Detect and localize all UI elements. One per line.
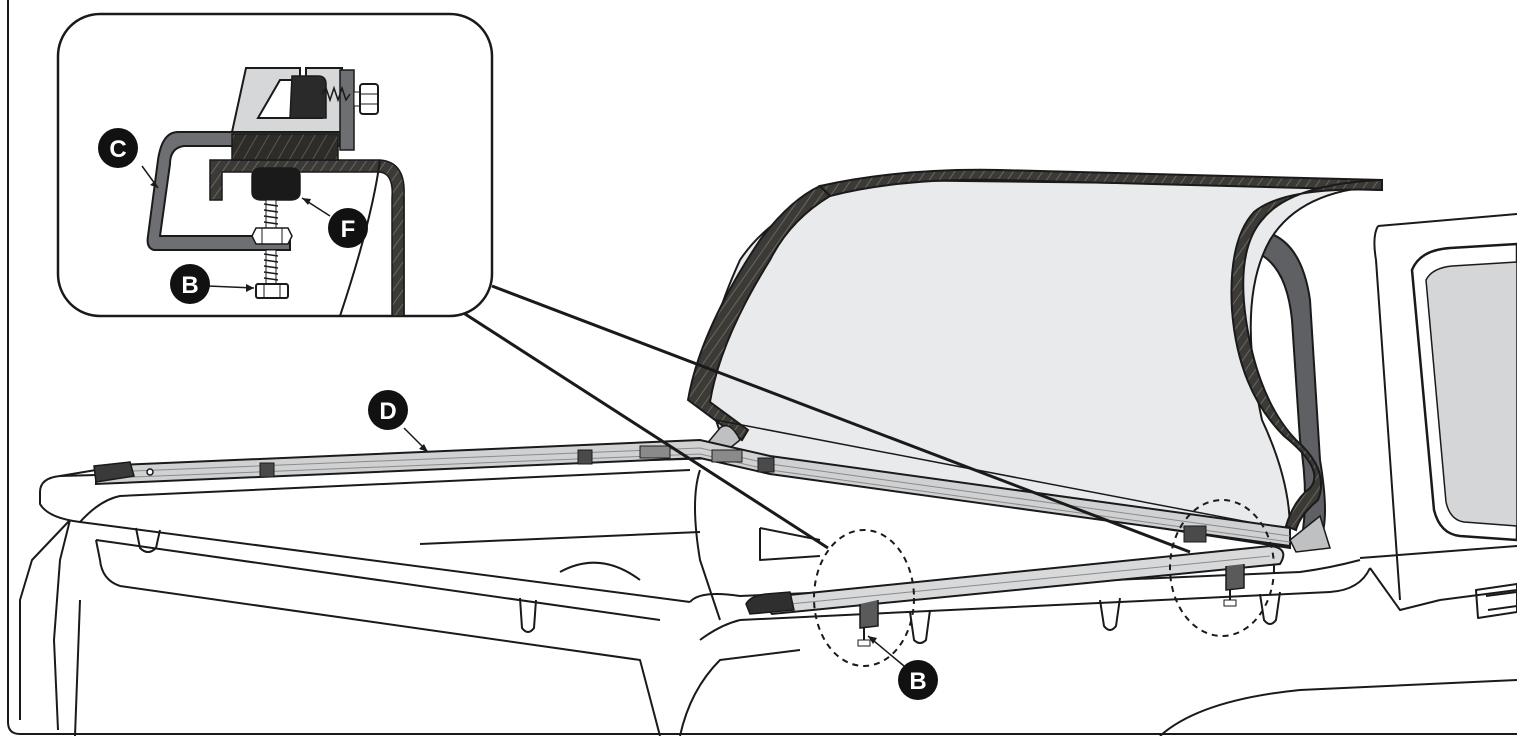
door-handle — [1475, 583, 1517, 619]
detail-inset — [56, 12, 494, 318]
truck-bed — [19, 213, 1517, 736]
callout-clamp-label: C — [109, 136, 126, 163]
side-rail — [745, 544, 1285, 647]
rail-d-endcap — [93, 461, 135, 483]
cab-window — [1410, 242, 1517, 542]
frame-border — [7, 0, 1517, 735]
callout-bolt-inset-label: B — [181, 272, 198, 299]
inset-leader-lines — [461, 284, 1191, 554]
cover-edge-right — [1230, 178, 1383, 532]
inset-spring — [321, 85, 351, 103]
callout-bolt-main-label: B — [909, 668, 926, 695]
callout-knob: F — [328, 208, 368, 248]
cab-side — [694, 469, 721, 621]
side-rail-body — [758, 544, 1285, 616]
callout-knob-label: F — [341, 216, 356, 243]
tailgate-top — [39, 457, 721, 493]
rail-d — [93, 438, 1291, 548]
tonneau-cover — [686, 168, 1383, 553]
highlight-circle-rear — [1169, 499, 1275, 637]
cover-fabric — [706, 178, 1383, 550]
callout-rail: D — [368, 390, 408, 430]
highlight-circle-front — [813, 529, 915, 667]
callout-bolt-main: B — [898, 660, 938, 700]
callout-rail-label: D — [379, 398, 396, 425]
inset-knob — [251, 167, 301, 201]
side-rail-endcap — [745, 591, 795, 615]
tailgate-body — [19, 519, 71, 720]
callout-bolt-inset: B — [170, 264, 210, 304]
cab-rear — [1377, 213, 1517, 227]
callout-clamp: C — [98, 128, 138, 168]
inset-pad — [231, 133, 339, 161]
